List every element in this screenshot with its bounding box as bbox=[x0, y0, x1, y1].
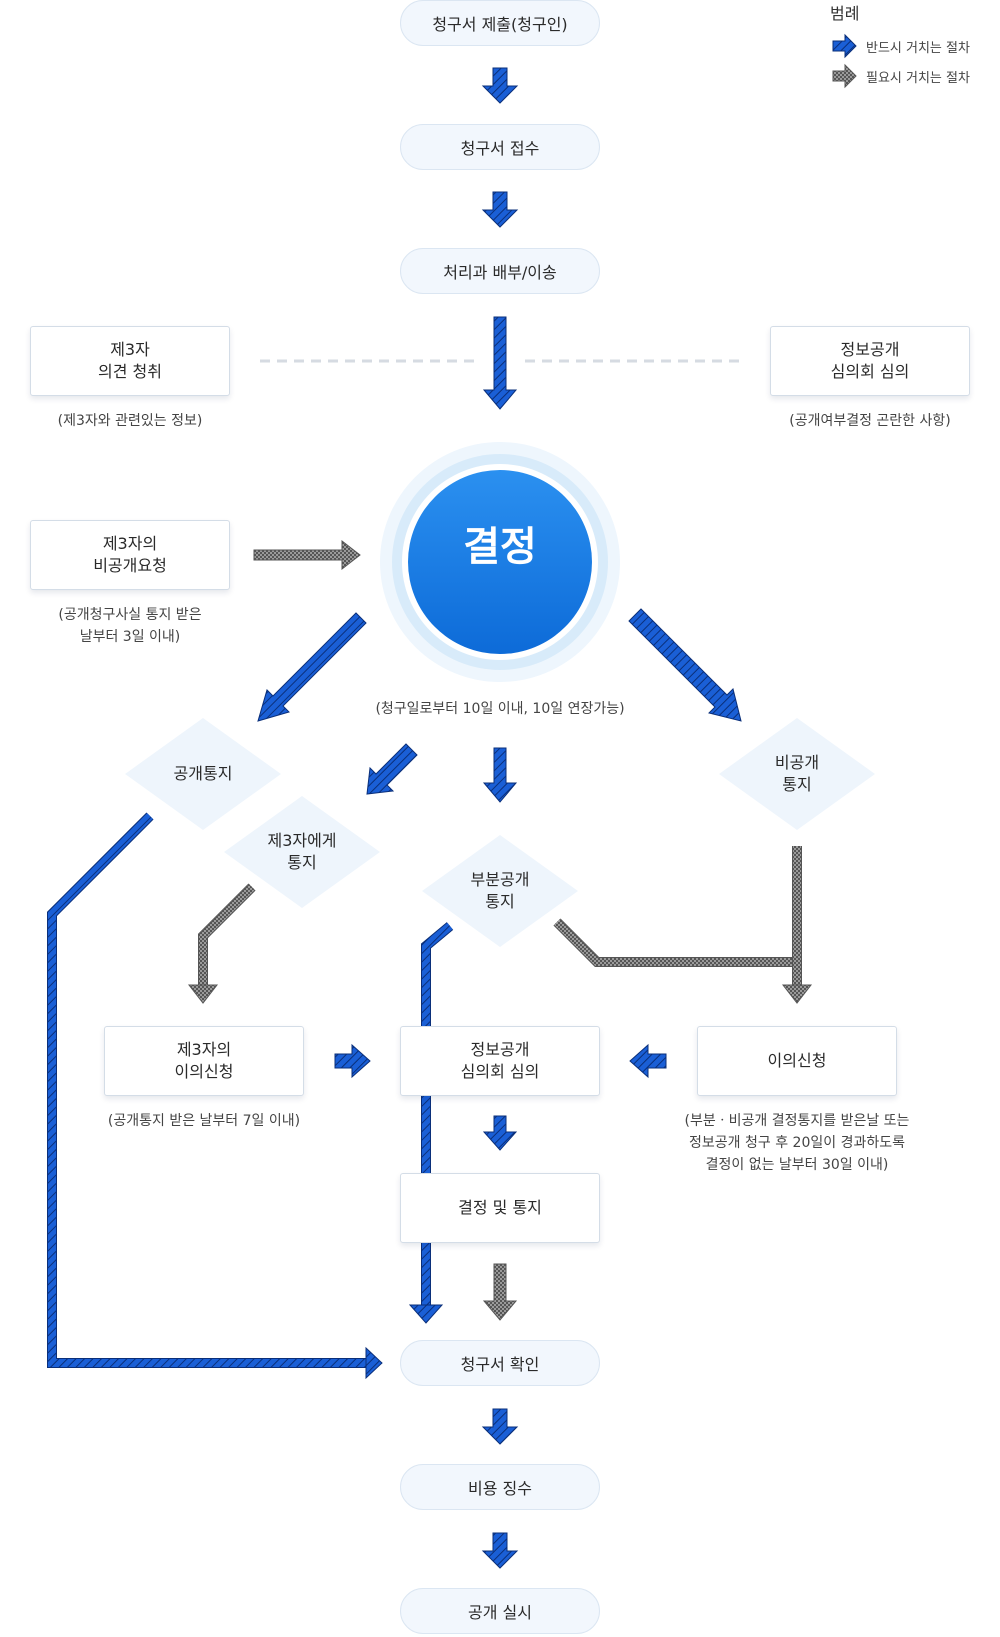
box-third-party-objection: 제3자의 이의신청 bbox=[104, 1026, 304, 1096]
box-third-party-opinion: 제3자 의견 청취 bbox=[30, 326, 230, 396]
nonpublic-notice-line1: 비공개 bbox=[774, 753, 820, 772]
arrow-confirm-to-fee bbox=[481, 1408, 519, 1445]
legend-required-arrow bbox=[832, 33, 857, 59]
arrowhead-objection bbox=[781, 984, 813, 1004]
note-objection-line1: (부분ㆍ비공개 결정통지를 받은날 또는 bbox=[684, 1113, 910, 1129]
note-objection-line2: 정보공개 청구 후 20일이 경과하도록 bbox=[689, 1135, 905, 1151]
diamond-third-party-notice bbox=[224, 796, 380, 908]
box-committee-mid: 정보공개 심의회 심의 bbox=[400, 1026, 600, 1096]
arrow-third-party-objection-to-committee bbox=[334, 1043, 371, 1079]
partial-notice-label: 부분공개 통지 bbox=[430, 869, 570, 913]
third-party-opinion-line2: 의견 청취 bbox=[98, 362, 162, 381]
note-decision: (청구일로부터 10일 이내, 10일 연장가능) bbox=[375, 701, 625, 717]
arrow-decision-to-public bbox=[257, 612, 367, 722]
partial-notice-line2: 통지 bbox=[485, 892, 515, 911]
arrow-decision-to-partial bbox=[482, 747, 518, 803]
diamond-partial-notice bbox=[422, 835, 578, 947]
committee-mid-line1: 정보공개 bbox=[470, 1040, 530, 1059]
decision-circle bbox=[380, 442, 620, 682]
public-notice-label: 공개통지 bbox=[173, 764, 233, 783]
step-assign: 처리과 배부/이송 bbox=[400, 248, 600, 294]
step-receive: 청구서 접수 bbox=[400, 124, 600, 170]
arrow-committee-to-decision-notice bbox=[482, 1115, 518, 1151]
third-party-request-line1: 제3자의 bbox=[102, 534, 158, 553]
step-confirm: 청구서 확인 bbox=[400, 1340, 600, 1386]
note-third-party-objection: (공개통지 받은 날부터 7일 이내) bbox=[107, 1113, 301, 1129]
third-party-objection-line1: 제3자의 bbox=[176, 1040, 232, 1059]
note-third-party-request-line1: (공개청구사실 통지 받은 bbox=[58, 607, 202, 623]
box-objection: 이의신청 bbox=[697, 1026, 897, 1096]
diamond-nonpublic-notice bbox=[719, 718, 875, 830]
committee-mid-line2: 심의회 심의 bbox=[460, 1062, 540, 1081]
arrow-fee-to-disclose bbox=[481, 1532, 519, 1569]
legend-optional-arrow bbox=[832, 63, 857, 89]
arrow-receive-to-assign bbox=[481, 191, 519, 228]
arrow-submit-to-receive bbox=[481, 67, 519, 104]
third-party-notice-line2: 통지 bbox=[287, 853, 317, 872]
note-third-party-request: (공개청구사실 통지 받은 날부터 3일 이내) bbox=[30, 604, 230, 648]
note-third-party-opinion: (제3자와 관련있는 정보) bbox=[57, 413, 203, 429]
path-third-party-notice-to-objection bbox=[198, 883, 256, 985]
arrowhead-public-to-confirm bbox=[365, 1346, 383, 1380]
arrow-third-party-request-to-decision bbox=[253, 539, 361, 571]
step-submit: 청구서 제출(청구인) bbox=[400, 0, 600, 46]
note-committee-top: (공개여부결정 곤란한 사항) bbox=[789, 413, 951, 429]
box-third-party-request: 제3자의 비공개요청 bbox=[30, 520, 230, 590]
note-objection: (부분ㆍ비공개 결정통지를 받은날 또는 정보공개 청구 후 20일이 경과하도… bbox=[662, 1110, 932, 1176]
arrowhead-third-party-objection bbox=[187, 984, 219, 1004]
arrowhead-partial-to-confirm bbox=[408, 1304, 444, 1324]
legend-title: 범례 bbox=[830, 4, 860, 23]
third-party-notice-label: 제3자에게 통지 bbox=[232, 830, 372, 874]
nonpublic-notice-line2: 통지 bbox=[782, 775, 812, 794]
decision-label: 결정 bbox=[463, 524, 537, 570]
arrow-decision-to-third-party-notice bbox=[366, 743, 418, 795]
legend-required-label: 반드시 거치는 절차 bbox=[866, 41, 970, 56]
arrow-objection-to-committee bbox=[629, 1043, 667, 1079]
legend-optional-label: 필요시 거치는 절차 bbox=[866, 71, 970, 86]
arrow-decision-notice-to-confirm bbox=[482, 1263, 518, 1321]
note-third-party-request-line2: 날부터 3일 이내) bbox=[79, 629, 181, 645]
third-party-opinion-line1: 제3자 bbox=[110, 340, 150, 359]
nonpublic-notice-label: 비공개 통지 bbox=[727, 752, 867, 796]
box-committee-top: 정보공개 심의회 심의 bbox=[770, 326, 970, 396]
decision-notice-label: 결정 및 통지 bbox=[458, 1198, 542, 1217]
committee-top-line1: 정보공개 bbox=[840, 340, 900, 359]
arrow-decision-to-nonpublic bbox=[628, 608, 742, 722]
arrow-assign-to-decision bbox=[482, 316, 518, 410]
third-party-request-line2: 비공개요청 bbox=[93, 556, 167, 575]
objection-label: 이의신청 bbox=[767, 1051, 827, 1070]
note-objection-line3: 결정이 없는 날부터 30일 이내) bbox=[705, 1157, 889, 1173]
third-party-notice-line1: 제3자에게 bbox=[267, 831, 337, 850]
partial-notice-line1: 부분공개 bbox=[470, 870, 530, 889]
step-disclose: 공개 실시 bbox=[400, 1588, 600, 1634]
step-fee: 비용 징수 bbox=[400, 1464, 600, 1510]
committee-top-line2: 심의회 심의 bbox=[830, 362, 910, 381]
diamond-public-notice bbox=[125, 718, 281, 830]
box-decision-notice: 결정 및 통지 bbox=[400, 1173, 600, 1243]
third-party-objection-line2: 이의신청 bbox=[174, 1062, 234, 1081]
